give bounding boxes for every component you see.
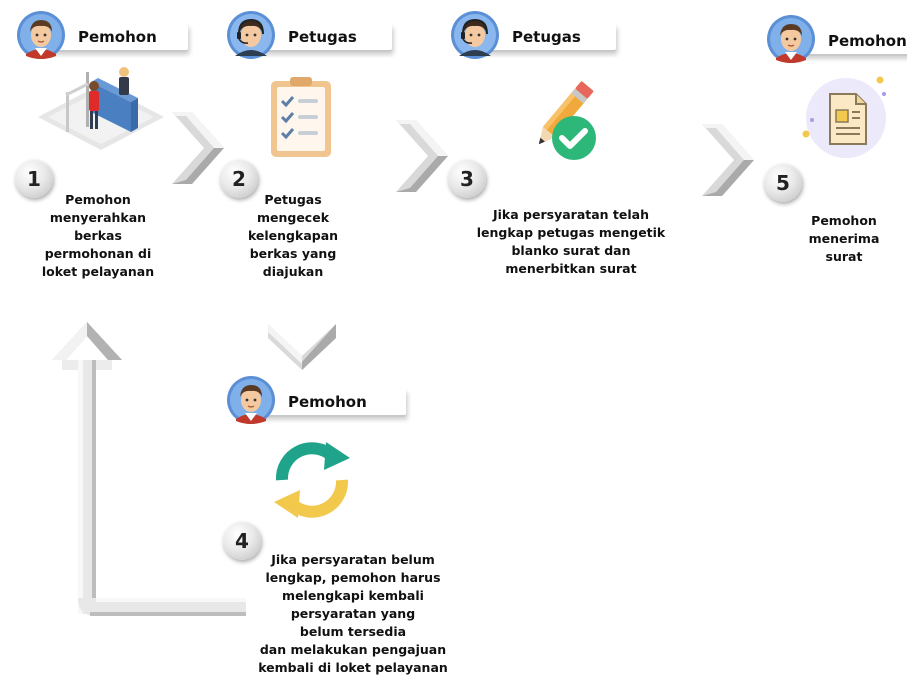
description-line: Jika persyaratan telah xyxy=(493,207,649,222)
document-icon xyxy=(802,76,886,158)
description-line: kelengkapan xyxy=(247,228,339,243)
return-arrow xyxy=(52,322,246,616)
description-line: menyerahkan xyxy=(49,210,147,225)
description-line: menerima xyxy=(808,231,880,246)
refresh-icon xyxy=(274,442,350,518)
description-line: loket pelayanan xyxy=(41,264,155,279)
description-line: blanko surat dan xyxy=(511,243,631,258)
step-number-badge: 1 xyxy=(15,160,53,198)
officer-avatar-icon xyxy=(227,11,275,59)
description-line: Pemohon xyxy=(811,213,877,228)
description-line: permohonan di xyxy=(44,246,152,261)
step-5-description: Pemohon menerima surat xyxy=(796,212,892,266)
step-number-badge: 2 xyxy=(220,160,258,198)
description-line: lengkap petugas mengetik xyxy=(476,225,666,240)
description-line: lengkap, pemohon harus xyxy=(265,570,441,585)
applicant-avatar-icon xyxy=(227,376,275,424)
step-number-badge: 4 xyxy=(223,522,261,560)
description-line: berkas yang xyxy=(249,246,337,261)
description-line: mengecek xyxy=(256,210,330,225)
description-line: belum tersedia xyxy=(299,624,407,639)
step-number-badge: 5 xyxy=(764,164,802,202)
description-line: Jika persyaratan belum xyxy=(271,552,435,567)
step-3-description: Jika persyaratan telah lengkap petugas m… xyxy=(471,206,671,278)
description-line: surat xyxy=(825,249,863,264)
description-line: menerbitkan surat xyxy=(505,261,637,276)
pencil-check-icon xyxy=(538,80,596,160)
description-line: dan melakukan pengajuan xyxy=(259,642,447,657)
description-line: melengkapi kembali xyxy=(282,588,424,603)
checklist-icon xyxy=(271,77,331,157)
description-line: kembali di loket pelayanan xyxy=(258,660,448,675)
chevron-right-arrow xyxy=(702,124,754,196)
applicant-avatar-icon xyxy=(767,15,815,63)
step-2-description: Petugas mengecek kelengkapan berkas yang… xyxy=(238,191,348,281)
description-line: berkas xyxy=(74,228,122,243)
description-line: Pemohon xyxy=(65,192,131,207)
role-label: Pemohon xyxy=(248,389,406,417)
description-line: diajukan xyxy=(262,264,324,279)
description-line: Petugas xyxy=(264,192,322,207)
step-4-description: Jika persyaratan belum lengkap, pemohon … xyxy=(248,551,458,677)
applicant-avatar-icon xyxy=(17,11,65,59)
service-counter-icon xyxy=(38,67,164,150)
description-line: persyaratan yang xyxy=(290,606,416,621)
chevron-down-arrow xyxy=(268,324,336,370)
step-number-badge: 3 xyxy=(448,160,486,198)
officer-avatar-icon xyxy=(451,11,499,59)
chevron-right-arrow xyxy=(396,120,448,192)
chevron-right-arrow xyxy=(172,112,224,184)
step-1-description: Pemohon menyerahkan berkas permohonan di… xyxy=(28,191,168,281)
